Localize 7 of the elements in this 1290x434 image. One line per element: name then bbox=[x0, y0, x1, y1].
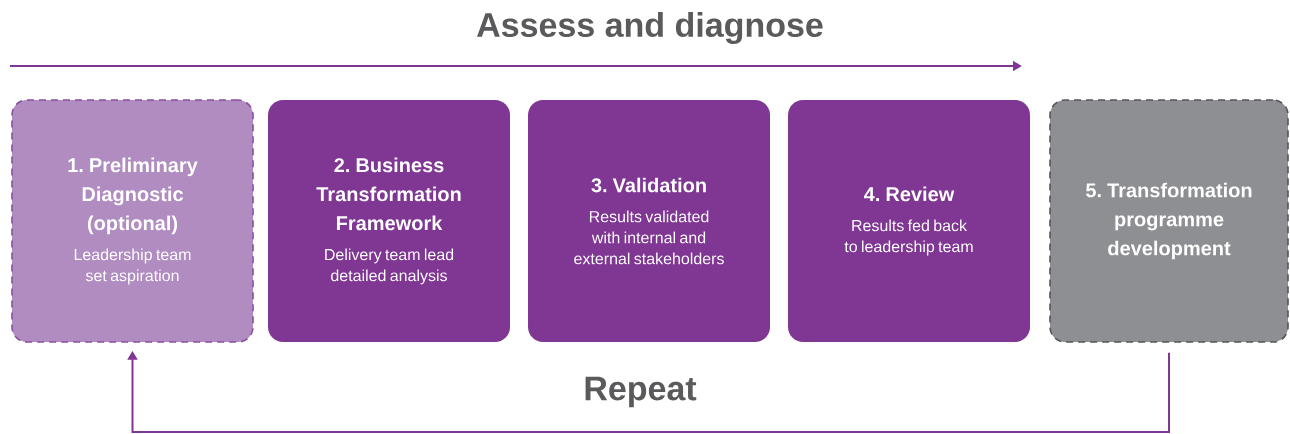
title: Assess and diagnose bbox=[477, 12, 823, 44]
process-box: 3. Validation Results validated with internal and external stakeholders bbox=[528, 100, 770, 342]
process-box: 5. Transformation programme development bbox=[1049, 99, 1289, 343]
edge-label: Repeat bbox=[581, 374, 699, 410]
process-box: 2. Business Transformation Framework Delivery team lead detailed analysis bbox=[268, 100, 510, 342]
process-box: 4. Review Results fed back to leadership team bbox=[788, 100, 1030, 342]
process-box: 1. Preliminary Diagnostic (optional) Leadership team set aspiration bbox=[11, 99, 254, 343]
